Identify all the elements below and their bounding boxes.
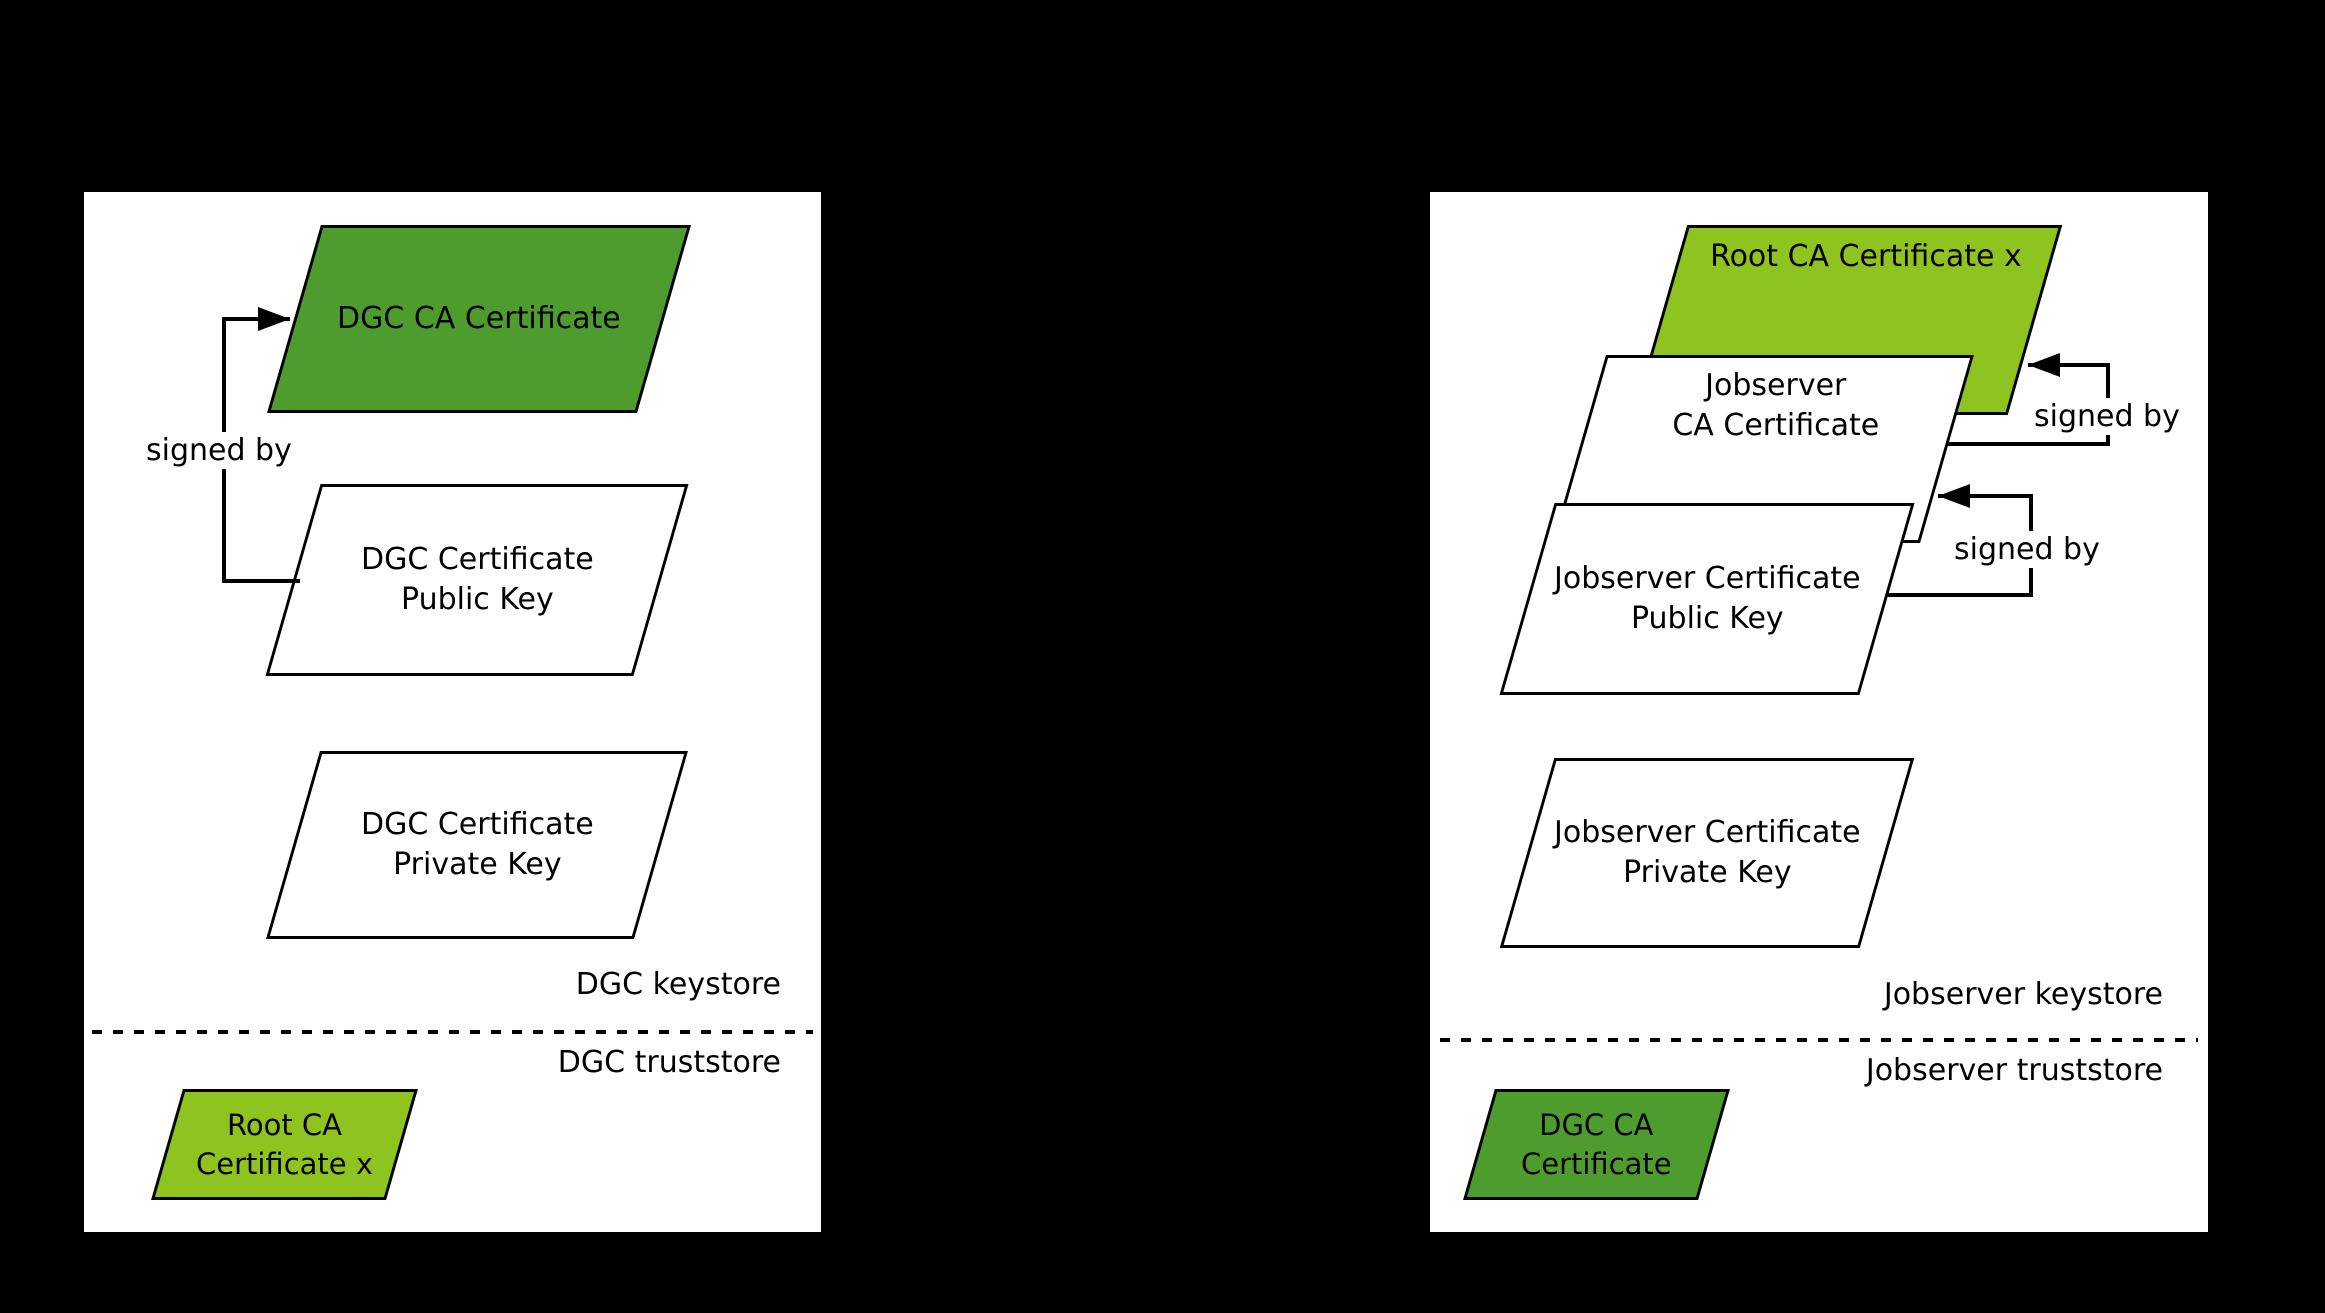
jobserver-ca-line2: CA Certificate xyxy=(1671,407,1879,443)
jobserver-root-ca-certificate-label: Root CA Certificate x xyxy=(1709,239,2022,274)
jobserver-signed-by-root-label: signed by xyxy=(2028,398,2186,435)
jobserver-store-panel: Root CA Certificate x Jobserver CA Certi… xyxy=(1428,190,2210,1234)
dgc-ca-certificate-label: DGC CA Certificate xyxy=(337,301,621,337)
dgc-root-ca-line2: Certificate x xyxy=(195,1146,374,1181)
jobserver-certificate-private-key-label: Jobserver Certificate Private Key xyxy=(1554,813,1861,893)
dgc-private-key-line2: Private Key xyxy=(392,847,562,882)
dgc-truststore-label: DGC truststore xyxy=(557,1045,781,1080)
jobserver-public-key-line1: Jobserver Certificate xyxy=(1553,561,1861,597)
dgc-keystore-label: DGC keystore xyxy=(575,967,781,1002)
jobserver-certificate-private-key-shape: Jobserver Certificate Private Key xyxy=(1499,758,1915,948)
dgc-public-key-line2: Public Key xyxy=(400,582,554,617)
dgc-store-divider xyxy=(92,1030,813,1034)
jobserver-dgc-ca-line2: Certificate xyxy=(1521,1146,1672,1181)
jobserver-private-key-line2: Private Key xyxy=(1622,855,1792,890)
jobserver-ca-line1: Jobserver xyxy=(1704,368,1846,403)
jobserver-ca-certificate-label: Jobserver CA Certificate xyxy=(1672,366,1879,446)
dgc-certificate-private-key-shape: DGC Certificate Private Key xyxy=(266,751,688,939)
jobserver-dgc-ca-certificate-shape: DGC CA Certificate xyxy=(1463,1089,1730,1200)
dgc-ca-certificate-shape: DGC CA Certificate xyxy=(267,225,691,413)
jobserver-certificate-public-key-label: Jobserver Certificate Public Key xyxy=(1554,559,1861,639)
jobserver-dgc-ca-certificate-label: DGC CA Certificate xyxy=(1521,1106,1672,1183)
dgc-store-panel: DGC CA Certificate signed by DGC Certifi… xyxy=(82,190,823,1234)
jobserver-private-key-line1: Jobserver Certificate xyxy=(1553,815,1861,851)
jobserver-keystore-label: Jobserver keystore xyxy=(1883,977,2163,1012)
jobserver-signed-by-ca-label: signed by xyxy=(1948,531,2106,568)
dgc-root-ca-line1: Root CA xyxy=(226,1107,342,1142)
dgc-certificate-private-key-label: DGC Certificate Private Key xyxy=(361,805,594,885)
dgc-signed-by-label: signed by xyxy=(140,432,298,469)
jobserver-certificate-public-key-shape: Jobserver Certificate Public Key xyxy=(1499,503,1915,695)
jobserver-dgc-ca-line1: DGC CA xyxy=(1539,1107,1654,1142)
dgc-public-key-line1: DGC Certificate xyxy=(360,542,594,578)
jobserver-store-divider xyxy=(1440,1038,2198,1042)
dgc-private-key-line1: DGC Certificate xyxy=(360,807,594,843)
jobserver-truststore-label: Jobserver truststore xyxy=(1865,1053,2163,1088)
dgc-certificate-public-key-label: DGC Certificate Public Key xyxy=(361,540,594,620)
dgc-root-ca-certificate-shape: Root CA Certificate x xyxy=(151,1089,418,1200)
dgc-root-ca-certificate-label: Root CA Certificate x xyxy=(196,1106,373,1183)
jobserver-public-key-line2: Public Key xyxy=(1630,601,1784,636)
dgc-certificate-public-key-shape: DGC Certificate Public Key xyxy=(265,484,689,676)
